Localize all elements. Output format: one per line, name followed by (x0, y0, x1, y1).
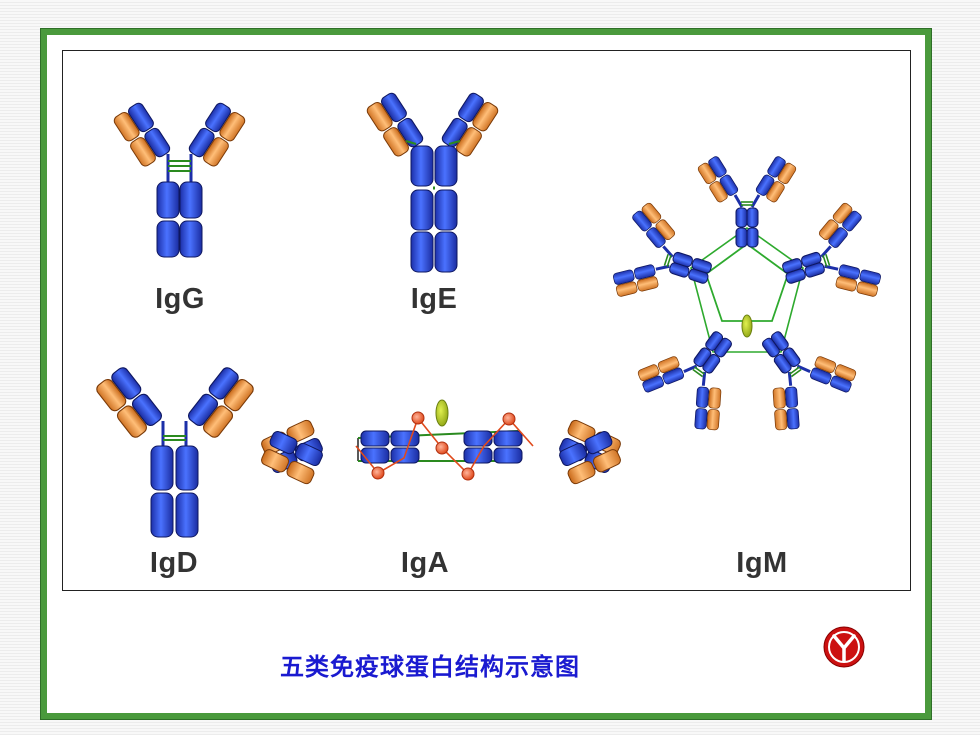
igd-label: IgD (149, 547, 199, 579)
igg-label: IgG (155, 283, 205, 315)
figure-caption: 五类免疫球蛋白结构示意图 (280, 653, 580, 681)
ige-label: IgE (410, 283, 458, 315)
antibody-diagram (47, 35, 937, 668)
ige-structure (365, 91, 499, 273)
igd-structure (95, 366, 256, 538)
immunology-logo (823, 626, 865, 668)
igg-structure (112, 101, 246, 258)
igm-label: IgM (736, 547, 788, 579)
iga-structure (261, 399, 621, 485)
iga-label: IgA (400, 547, 450, 579)
igm-structure (606, 155, 887, 440)
slide: IgG IgE IgD IgA IgM 五类免疫球蛋白结构示意图 (40, 28, 932, 720)
